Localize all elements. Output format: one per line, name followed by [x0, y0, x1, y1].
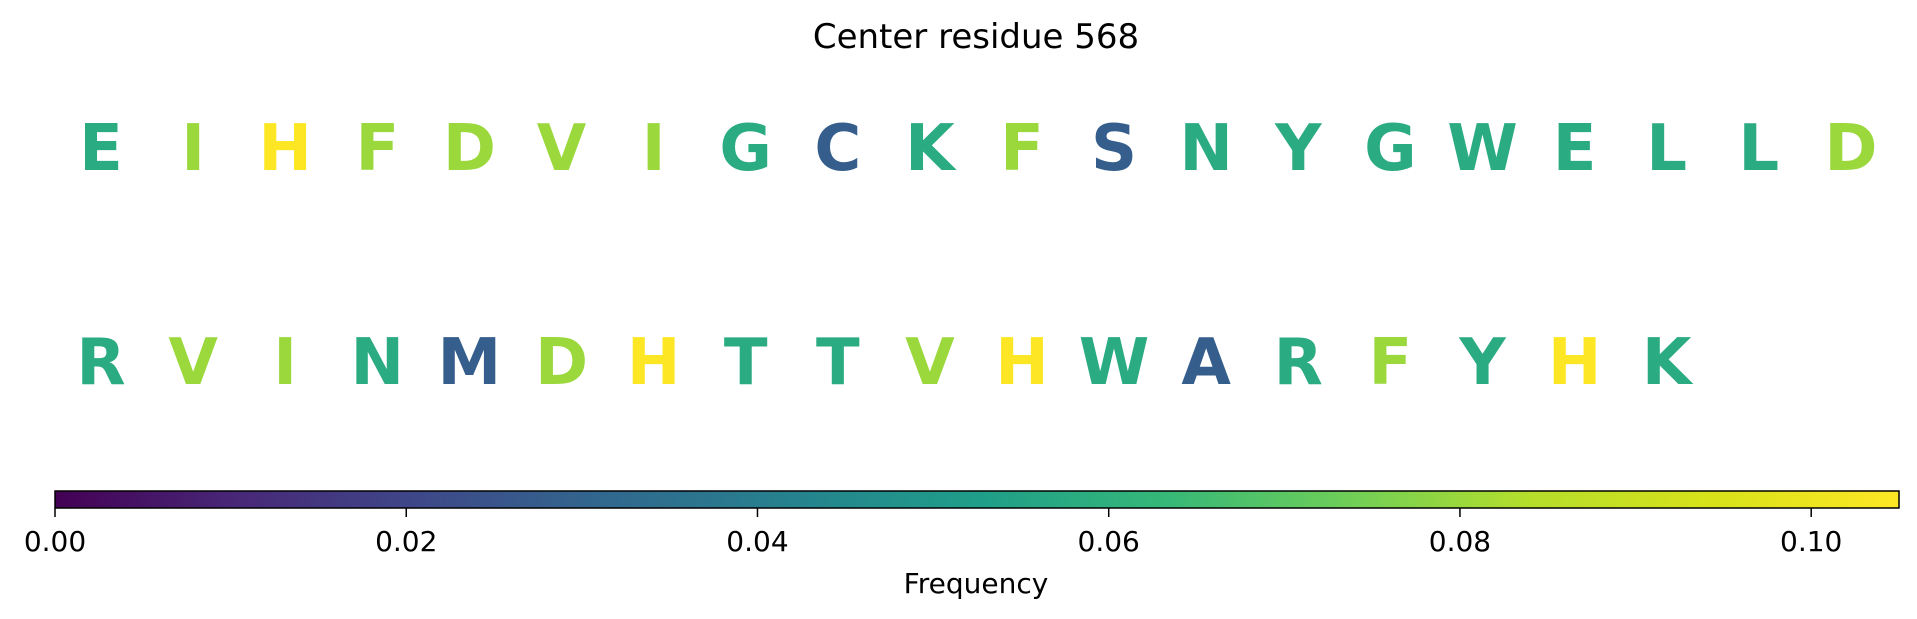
residue-letter: D [443, 112, 496, 186]
residue-letter: F [1000, 112, 1044, 186]
residue-letter: E [79, 112, 123, 186]
residue-letter: T [816, 326, 860, 400]
residue-letter: G [719, 112, 772, 186]
chart-title: Center residue 568 [813, 17, 1139, 57]
colorbar-tick-label: 0.10 [1780, 525, 1842, 558]
residue-letter: D [535, 326, 588, 400]
residue-letter: I [642, 112, 666, 186]
residue-letter: G [1364, 112, 1417, 186]
colorbar-tick-label: 0.00 [24, 525, 86, 558]
residue-letter: V [537, 112, 587, 186]
residue-letter: R [1274, 326, 1323, 400]
residue-letter: N [351, 326, 405, 400]
residue-letter: S [1091, 112, 1137, 186]
residue-letter: E [1553, 112, 1597, 186]
residue-letter: V [905, 326, 955, 400]
residue-letter: H [1548, 326, 1602, 400]
residue-letter: K [905, 112, 957, 186]
colorbar-tick-label: 0.08 [1429, 525, 1491, 558]
residue-letter: W [1079, 326, 1150, 400]
colorbar-tick-label: 0.04 [726, 525, 788, 558]
colorbar-ticks: 0.00 0.02 0.04 0.06 0.08 0.10 [24, 508, 1842, 558]
residue-letter: Y [1274, 112, 1322, 186]
residue-letter: V [168, 326, 218, 400]
residue-letter: T [724, 326, 768, 400]
residue-letter: F [1369, 326, 1413, 400]
residue-letter: C [814, 112, 861, 186]
colorbar-tick-label: 0.02 [375, 525, 437, 558]
colorbar: 0.00 0.02 0.04 0.06 0.08 0.10 Frequency [24, 490, 1900, 600]
residue-letter: A [1181, 326, 1231, 400]
residue-letter: K [1642, 326, 1694, 400]
residue-letter: F [355, 112, 399, 186]
residue-letter: I [273, 326, 297, 400]
residue-letter: L [1646, 112, 1687, 186]
residue-letter: Y [1458, 326, 1506, 400]
colorbar-label: Frequency [904, 567, 1049, 600]
residue-letter: W [1447, 112, 1518, 186]
residue-letter: M [438, 326, 502, 400]
residue-letter: N [1179, 112, 1233, 186]
residue-letter: I [181, 112, 205, 186]
residue-letter: D [1824, 112, 1877, 186]
colorbar-tick-label: 0.06 [1078, 525, 1140, 558]
residue-letter: H [627, 326, 681, 400]
residue-letter: H [258, 112, 312, 186]
residue-letter: L [1738, 112, 1779, 186]
residue-letter: R [76, 326, 125, 400]
colorbar-gradient [54, 490, 1900, 509]
residue-letter: H [995, 326, 1049, 400]
